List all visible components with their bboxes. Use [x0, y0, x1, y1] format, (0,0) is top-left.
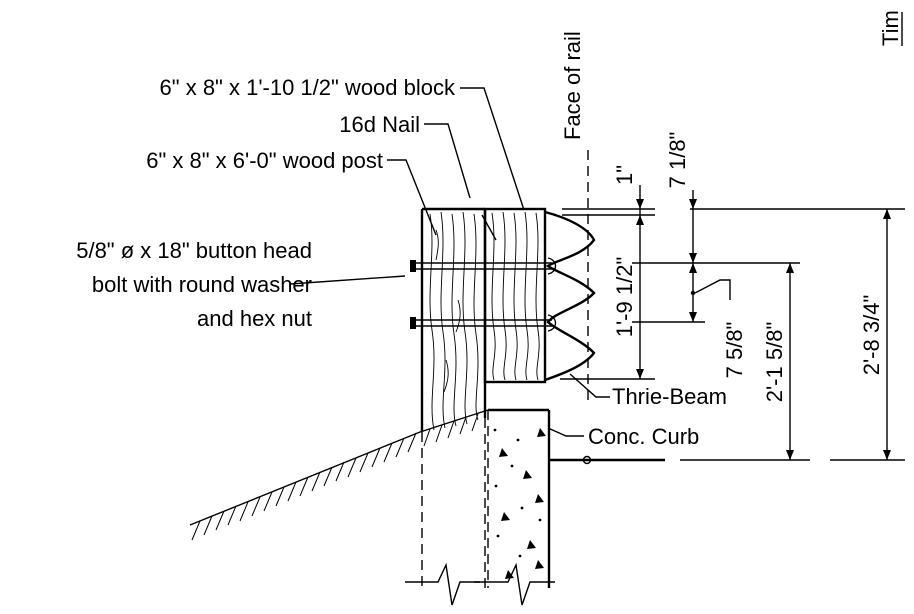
- ground-slope: [189, 409, 489, 541]
- bolt-label-line3: and hex nut: [197, 306, 312, 331]
- concrete-aggregate: [493, 428, 546, 579]
- dim-2-8-3-4: 2'-8 3/4": [859, 295, 884, 376]
- dim-1-inch: 1": [612, 165, 637, 185]
- thrie-beam: [544, 210, 596, 382]
- nail: [481, 214, 497, 241]
- wood-block-leader: [460, 87, 525, 211]
- ground-line-right: [582, 455, 905, 465]
- wood-post-leader: [387, 159, 437, 236]
- bolt-upper: [410, 257, 557, 275]
- ground-hatching: [191, 413, 479, 541]
- bolt-lower: [410, 314, 557, 332]
- wood-block: [483, 207, 547, 384]
- timber-cut-label: Tim: [878, 10, 903, 46]
- post-wood-grain: [429, 211, 479, 431]
- thrie-beam-label: Thrie-Beam: [612, 384, 727, 409]
- wood-block-label: 6" x 8" x 1'-10 1/2" wood block: [160, 75, 456, 100]
- concrete-curb: [487, 408, 665, 588]
- block-wood-grain: [491, 211, 540, 381]
- wood-post-label: 6" x 8" x 6'-0" wood post: [146, 148, 383, 173]
- bolt-label-line2: bolt with round washer: [92, 272, 312, 297]
- dim-7-5-8: 7 5/8": [722, 322, 747, 379]
- nail-label: 16d Nail: [339, 112, 420, 137]
- bolt-label-line1: 5/8" ø x 18" button head: [76, 238, 312, 263]
- break-lines: [405, 562, 555, 606]
- conc-curb-label: Conc. Curb: [588, 424, 699, 449]
- wood-post: [420, 207, 487, 590]
- thrie-beam-leader: [569, 373, 610, 398]
- bolt-leader: [289, 275, 406, 285]
- face-of-rail-label: Face of rail: [560, 31, 585, 140]
- dim-1-9-1-2: 1'-9 1/2": [612, 257, 637, 338]
- nail-leader: [424, 123, 471, 199]
- conc-curb-leader: [547, 427, 584, 437]
- dim-7-1-8: 7 1/8": [665, 132, 690, 189]
- dim-2-1-5-8: 2'-1 5/8": [762, 322, 787, 403]
